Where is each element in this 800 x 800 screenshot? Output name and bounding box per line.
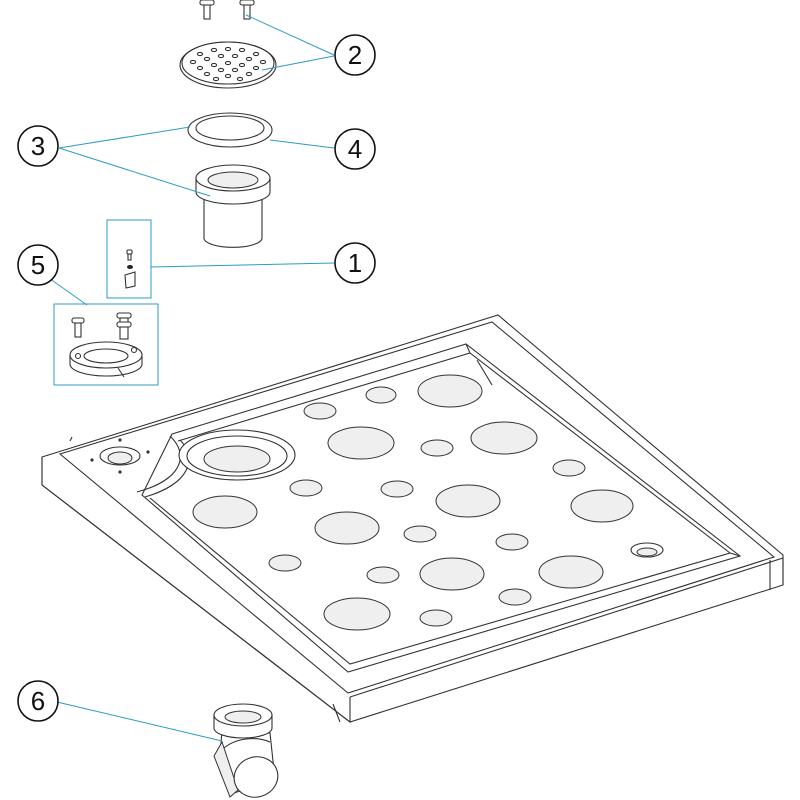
tray-dimple <box>538 555 604 589</box>
tiny-clip <box>124 271 136 289</box>
tray-dimple <box>365 386 397 404</box>
tray-dimple <box>366 566 400 584</box>
tray-dimple <box>327 426 395 460</box>
grate-hole <box>196 51 204 57</box>
tray-texture-dimples <box>192 374 634 631</box>
tray-dimple <box>419 609 453 627</box>
tray-dimple <box>289 479 323 497</box>
overflow-drain <box>90 438 150 474</box>
grate-hole <box>224 73 232 79</box>
tray-dimple <box>323 597 391 631</box>
callout-2: 2 <box>334 34 376 76</box>
shower-tray <box>41 314 784 724</box>
callout-4-label: 4 <box>348 134 362 164</box>
grate-hole <box>203 56 211 62</box>
grate-hole <box>252 51 260 57</box>
tiny-washer <box>127 265 133 269</box>
part-2-screws <box>199 0 255 20</box>
kit-screw-c <box>116 321 132 340</box>
part-2-grate <box>179 41 277 89</box>
screw-right <box>239 0 255 20</box>
part-5-box <box>53 303 159 386</box>
grate-hole <box>210 62 218 68</box>
right-drain-hole <box>630 542 664 558</box>
grate-hole <box>212 76 220 82</box>
grate-hole <box>245 56 253 62</box>
tray-dimple <box>498 588 532 606</box>
grate-hole <box>189 59 197 65</box>
grate-hole <box>217 53 225 59</box>
callout-1-label: 1 <box>348 248 362 278</box>
grate-hole <box>238 47 246 53</box>
tray-basin <box>141 343 742 673</box>
grate-hole <box>210 47 218 53</box>
tray-dimple <box>192 495 258 529</box>
callout-5: 5 <box>17 244 59 286</box>
tiny-screw-shank <box>127 253 132 261</box>
callout-5-label: 5 <box>31 250 45 280</box>
callout-4: 4 <box>334 128 376 170</box>
kit-screw-a <box>71 317 85 338</box>
tray-slab <box>41 314 784 723</box>
grate-hole <box>238 62 246 68</box>
tray-dimple <box>570 489 634 523</box>
grate-hole <box>245 71 253 77</box>
callout-3: 3 <box>17 125 59 167</box>
tray-dimple <box>435 484 501 518</box>
callout-6: 6 <box>17 680 59 722</box>
leader-lines <box>45 14 335 742</box>
part-6-elbow <box>213 703 279 798</box>
callout-2-label: 2 <box>348 40 362 70</box>
tray-dimple <box>303 402 337 420</box>
tray-dimple <box>470 421 538 455</box>
part-3-drain-body <box>195 164 271 248</box>
tray-dimple <box>552 459 586 477</box>
callout-3-label: 3 <box>31 131 45 161</box>
grate-holes <box>189 46 267 82</box>
tray-dimple <box>417 374 483 408</box>
tray-dimple <box>403 525 437 543</box>
grate-hole <box>196 65 204 71</box>
tray-dimple <box>380 480 414 498</box>
grate-hole <box>203 71 211 77</box>
grate-hole <box>231 53 239 59</box>
tiny-screw <box>126 249 133 255</box>
tray-dimple <box>420 439 454 457</box>
grate-hole <box>252 65 260 71</box>
tray-dimple <box>268 554 302 572</box>
grate-hole <box>259 59 267 65</box>
tray-dimple <box>495 533 529 551</box>
tray-rim <box>58 321 776 694</box>
grate-hole <box>217 67 225 73</box>
part-1-box <box>106 219 152 299</box>
callout-6-label: 6 <box>31 686 45 716</box>
screw-left <box>199 0 215 20</box>
tray-dimple <box>314 511 380 545</box>
grate-hole <box>224 60 232 66</box>
tray-dimple <box>419 557 485 591</box>
grate-hole <box>231 67 239 73</box>
grate-hole <box>224 46 232 52</box>
main-drain-hole <box>178 429 296 481</box>
grate-hole <box>236 76 244 82</box>
callout-1: 1 <box>334 242 376 284</box>
part-4-gasket-ring <box>187 112 273 148</box>
clamp-ring <box>69 341 143 378</box>
